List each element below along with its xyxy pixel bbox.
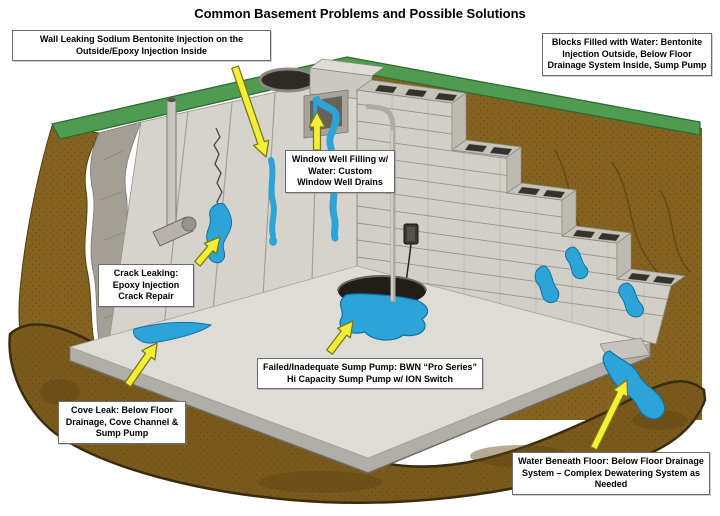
- callout-wall-leaking: Wall Leaking Sodium Bentonite Injection …: [12, 30, 271, 62]
- callout-water-beneath-floor: Water Beneath Floor: Below Floor Drainag…: [512, 452, 710, 495]
- arrow-to-wall-leak: [231, 65, 270, 158]
- block-wall: [355, 79, 687, 345]
- cove-water: [132, 321, 213, 344]
- arrow-to-crack: [194, 236, 221, 267]
- arrow-to-cove: [124, 342, 158, 388]
- arrow-to-underfloor: [589, 379, 629, 451]
- under-floor-water: [602, 350, 666, 420]
- callout-blocks-filled: Blocks Filled with Water: Bentonite Inje…: [542, 33, 712, 76]
- sump-water: [339, 293, 429, 341]
- callout-cove-leak: Cove Leak: Below Floor Drainage, Cove Ch…: [58, 401, 186, 444]
- callout-sump-pump: Failed/Inadequate Sump Pump: BWN “Pro Se…: [257, 358, 483, 390]
- wall-leak-water: [268, 157, 277, 246]
- block-cores: [374, 84, 676, 285]
- soil-left: [18, 125, 100, 353]
- diagram-title: Common Basement Problems and Possible So…: [194, 6, 526, 21]
- callout-crack-leaking: Crack Leaking: Epoxy Injection Crack Rep…: [98, 264, 194, 307]
- callout-window-well: Window Well Filling w/ Water: Custom Win…: [285, 150, 395, 193]
- arrow-to-sump: [326, 320, 354, 355]
- injection-pipe: [152, 97, 197, 247]
- annotation-arrows: [124, 65, 629, 451]
- block-water-stains: [534, 246, 644, 318]
